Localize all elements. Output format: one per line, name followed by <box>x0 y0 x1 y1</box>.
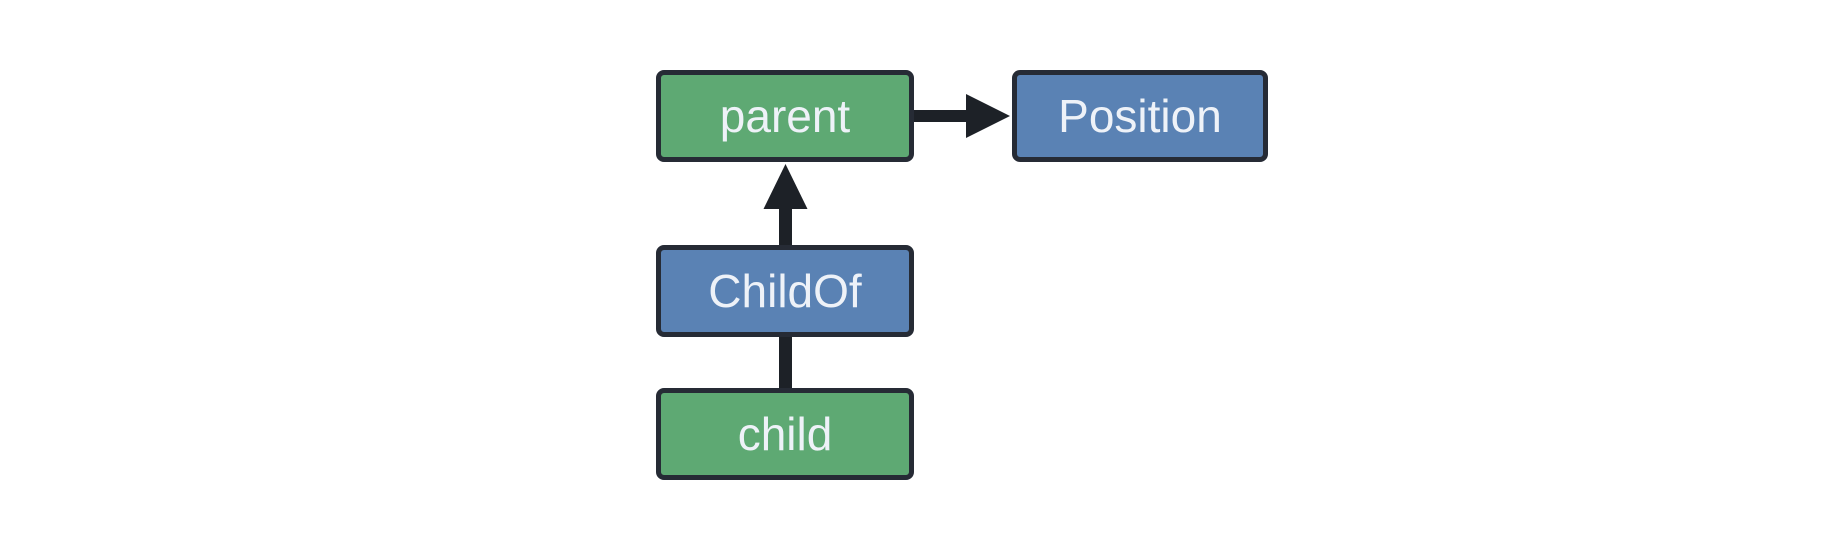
edge-childof-parent-shaft <box>779 205 792 247</box>
edge-child-childof-shaft <box>779 335 792 390</box>
node-position-label: Position <box>1058 90 1222 142</box>
edge-parent-position-shaft <box>910 110 972 122</box>
edge-childof-parent <box>763 164 808 247</box>
node-childof: ChildOf <box>656 245 914 337</box>
node-position: Position <box>1012 70 1268 162</box>
node-child: child <box>656 388 914 480</box>
edge-child-childof <box>779 335 792 390</box>
edge-childof-parent-arrowhead-icon <box>763 164 808 209</box>
node-parent-label: parent <box>719 90 851 142</box>
node-childof-label: ChildOf <box>708 265 862 317</box>
edge-parent-position <box>910 94 1010 138</box>
edge-parent-position-arrowhead-icon <box>966 94 1010 138</box>
node-child-label: child <box>737 408 833 460</box>
node-parent: parent <box>656 70 914 162</box>
